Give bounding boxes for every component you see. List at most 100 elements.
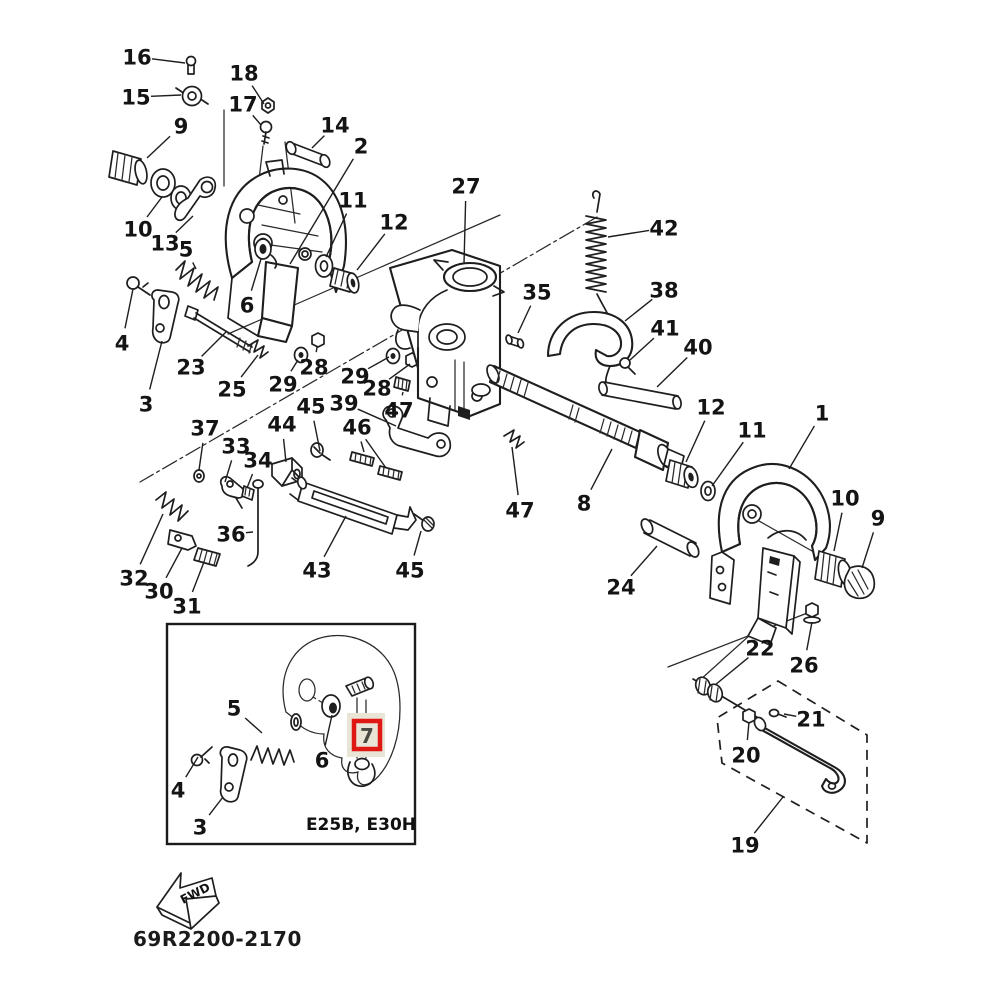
callout-leader-line xyxy=(511,446,519,496)
callout-leader-line xyxy=(246,473,254,489)
part-callout-8: 8 xyxy=(577,492,592,516)
part-callout-14: 14 xyxy=(320,114,349,138)
part-callout-16: 16 xyxy=(122,46,151,70)
part-callout-29: 29 xyxy=(268,373,297,397)
part-callout-2: 2 xyxy=(354,135,369,159)
part-callout-45: 45 xyxy=(296,395,325,419)
callout-leader-line xyxy=(629,337,655,361)
part-callout-4: 4 xyxy=(171,779,186,803)
callout-leader-line xyxy=(833,512,843,552)
callout-leader-line xyxy=(753,796,784,834)
callout-leader-line xyxy=(208,796,224,816)
callout-leader-line xyxy=(245,531,254,534)
part-callout-25: 25 xyxy=(217,378,246,402)
callout-leader-line xyxy=(313,420,321,452)
callout-leader-line xyxy=(685,420,706,463)
callout-leader-line xyxy=(150,94,182,98)
part-callout-28: 28 xyxy=(299,356,328,380)
callout-leader-line xyxy=(244,717,263,734)
part-callout-12: 12 xyxy=(696,396,725,420)
part-callout-27: 27 xyxy=(451,175,480,199)
part-callout-21: 21 xyxy=(796,708,825,732)
callout-leader-line xyxy=(401,391,404,396)
inset-box: 7 E25B, E30H xyxy=(165,622,417,846)
callout-leader-line xyxy=(124,288,134,329)
part-callout-9: 9 xyxy=(871,507,886,531)
callout-leader-line xyxy=(783,713,797,717)
callout-leader-line xyxy=(151,58,186,64)
callout-leader-line xyxy=(714,656,749,686)
callout-leader-line xyxy=(149,340,163,390)
part-callout-46: 46 xyxy=(342,416,371,440)
part-callout-33: 33 xyxy=(221,435,250,459)
callout-leader-line xyxy=(311,135,325,149)
callout-leader-line xyxy=(367,356,390,370)
callout-leader-line xyxy=(413,530,422,556)
part-callout-38: 38 xyxy=(649,279,678,303)
part-callout-4: 4 xyxy=(115,332,130,356)
part-callout-37: 37 xyxy=(190,417,219,441)
fwd-arrow: FWD xyxy=(156,872,220,930)
part-callout-29: 29 xyxy=(340,365,369,389)
latch-parts-drawing xyxy=(155,376,525,567)
part-callout-23: 23 xyxy=(176,356,205,380)
small-parts-left-middle xyxy=(126,238,419,368)
callout-leader-line xyxy=(240,354,259,378)
callout-leader-line xyxy=(251,85,265,105)
callout-leader-line xyxy=(656,356,688,388)
highlight-7-box xyxy=(351,718,383,752)
callout-leader-line xyxy=(323,515,347,558)
callout-leader-line xyxy=(590,448,613,491)
callout-leader-line xyxy=(788,425,815,470)
callout-leader-line xyxy=(191,561,205,593)
part-callout-20: 20 xyxy=(731,744,760,768)
callout-leader-line xyxy=(463,200,467,265)
part-callout-45: 45 xyxy=(395,559,424,583)
callout-leader-line xyxy=(198,442,204,471)
part-callout-1: 1 xyxy=(815,402,830,426)
spring-and-hook-parts xyxy=(505,190,682,410)
part-callout-39: 39 xyxy=(329,392,358,416)
callout-leader-line xyxy=(252,114,262,126)
part-callout-6: 6 xyxy=(240,294,255,318)
part-callout-13: 13 xyxy=(150,232,179,256)
part-callout-36: 36 xyxy=(216,523,245,547)
callout-leader-line xyxy=(861,532,875,569)
part-callout-44: 44 xyxy=(267,413,296,437)
part-callout-31: 31 xyxy=(172,595,201,619)
part-callout-41: 41 xyxy=(650,317,679,341)
callout-leader-line xyxy=(711,441,744,487)
callout-leader-line xyxy=(175,215,194,234)
callout-leader-line xyxy=(185,756,199,778)
part-callout-3: 3 xyxy=(139,393,154,417)
callout-leader-line xyxy=(192,262,197,270)
callout-leader-line xyxy=(289,158,354,265)
part-callout-11: 11 xyxy=(737,419,766,443)
callout-leader-line xyxy=(165,547,183,579)
part-callout-24: 24 xyxy=(606,576,635,600)
part-callout-43: 43 xyxy=(302,559,331,583)
part-callout-35: 35 xyxy=(522,281,551,305)
part-callout-5: 5 xyxy=(179,238,194,262)
callout-leader-line xyxy=(607,229,650,238)
part-callout-47: 47 xyxy=(505,499,534,523)
inset-caption: E25B, E30H xyxy=(306,815,416,835)
callout-leader-line xyxy=(315,346,318,353)
part-callout-42: 42 xyxy=(649,217,678,241)
callout-leader-line xyxy=(201,330,228,357)
part-callout-34: 34 xyxy=(243,449,272,473)
callout-leader-line xyxy=(517,305,532,334)
part-callout-10: 10 xyxy=(830,487,859,511)
part-callout-10: 10 xyxy=(123,218,152,242)
right-clamp-bracket-drawing xyxy=(709,462,876,646)
part-callout-5: 5 xyxy=(227,697,242,721)
callout-leader-line xyxy=(746,721,750,741)
swivel-bracket-drawing xyxy=(388,248,505,427)
callout-leader-line xyxy=(146,196,163,218)
part-callout-19: 19 xyxy=(730,834,759,858)
part-callout-47: 47 xyxy=(384,399,413,423)
callout-leader-line xyxy=(146,135,171,159)
